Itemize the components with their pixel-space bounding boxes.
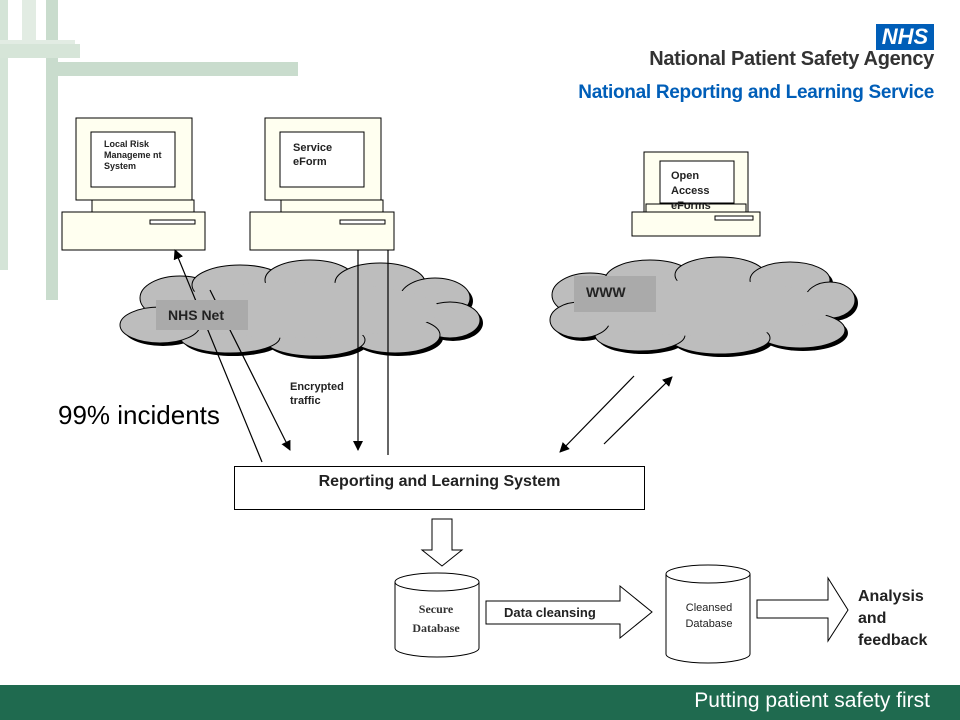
- data-cleansing-label: Data cleansing: [504, 605, 596, 620]
- data-cleansing-arrow: [485, 584, 653, 640]
- nhs-logo: NHS: [876, 24, 934, 50]
- agency-title: National Patient Safety Agency: [649, 48, 934, 70]
- terminal-service-eform: [249, 117, 395, 251]
- terminal-local-risk: [61, 117, 206, 251]
- encrypted-traffic-label: Encrypted traffic: [290, 381, 344, 407]
- arrow-to-local-risk: [173, 249, 263, 463]
- service-title: National Reporting and Learning Service: [578, 82, 934, 103]
- www-label: WWW: [574, 276, 656, 312]
- connector-lines: [173, 249, 673, 463]
- arrow-rls-to-www: [603, 376, 673, 445]
- reporting-learning-system-box: Reporting and Learning System: [234, 466, 645, 510]
- footer-tagline: Putting patient safety first: [694, 689, 930, 712]
- cloud-www: [549, 256, 858, 357]
- analysis-arrow: [756, 576, 849, 643]
- incidents-label: 99% incidents: [58, 400, 220, 430]
- terminal-open-access: [631, 151, 761, 237]
- secure-database-cylinder: [394, 572, 480, 658]
- footer-bar: Putting patient safety first: [0, 685, 960, 720]
- decorative-cross-graphic: [0, 0, 298, 300]
- down-block-arrow: [420, 518, 464, 567]
- analysis-feedback-label: Analysis and feedback: [858, 588, 928, 649]
- local-risk-label: Local Risk Manageme nt System: [104, 139, 162, 171]
- arrow-www-to-rls: [559, 375, 635, 453]
- rls-label: Reporting and Learning System: [318, 473, 561, 490]
- cleansed-database-label: Cleansed Database: [685, 602, 733, 630]
- secure-database-label: Secure Database: [412, 602, 460, 635]
- nhs-net-label: NHS Net: [156, 300, 248, 330]
- open-access-label: Open Access eForms: [671, 170, 711, 211]
- cleansed-database-cylinder: [665, 564, 751, 664]
- service-eform-label: Service eForm: [293, 142, 333, 168]
